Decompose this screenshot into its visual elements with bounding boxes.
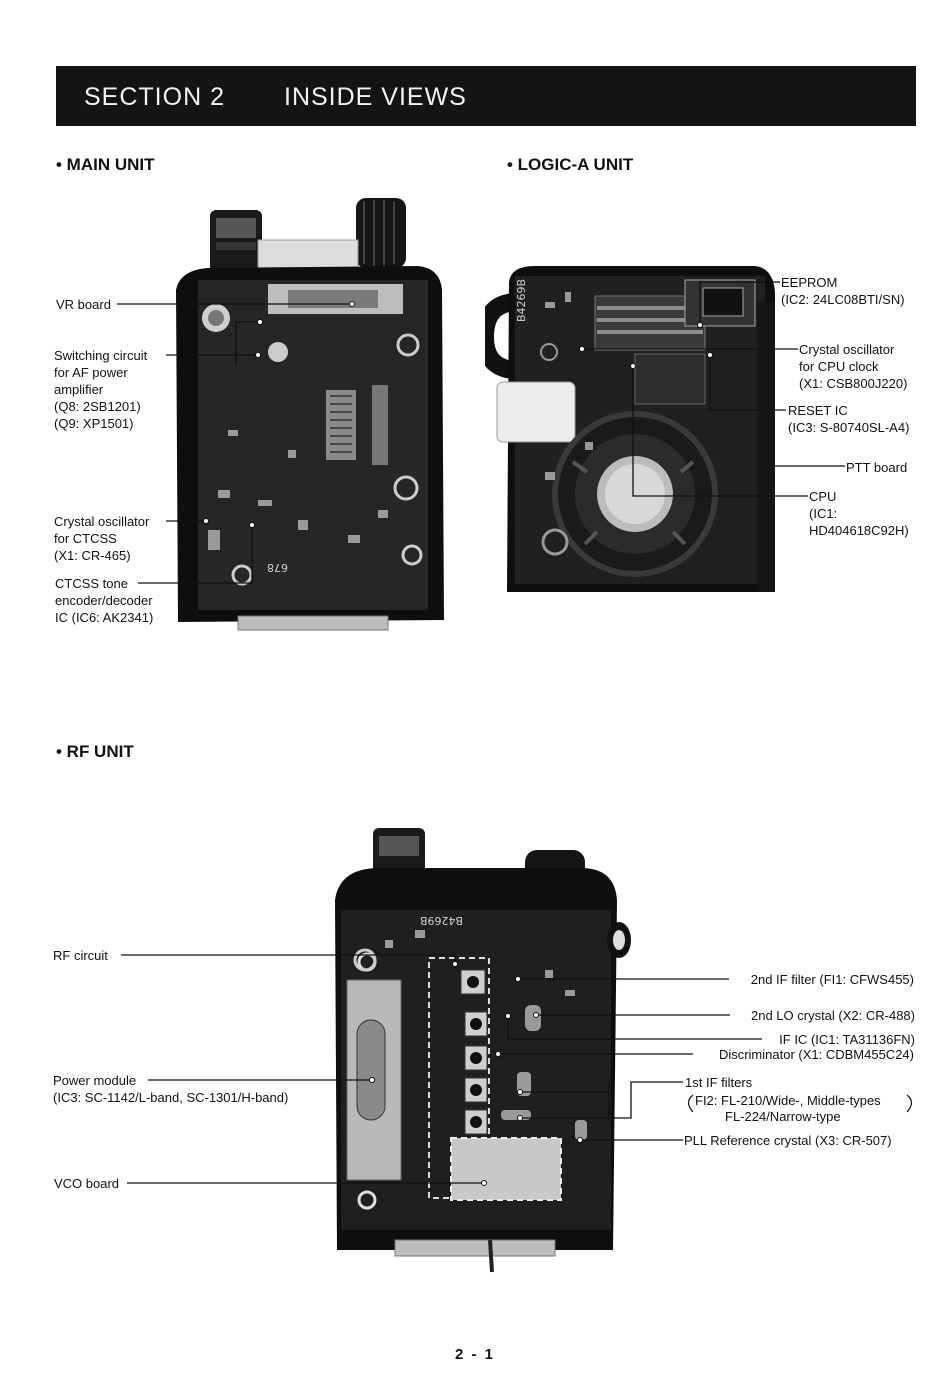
rf-board-mark: B4269B (420, 914, 463, 927)
label-line: RESET IC (788, 403, 848, 418)
main-unit-heading: • MAIN UNIT (56, 155, 155, 174)
label-power-module: Power module (IC3: SC-1142/L-band, SC-13… (53, 1072, 288, 1106)
section-banner: SECTION 2 INSIDE VIEWS (56, 66, 916, 126)
label-line: EEPROM (781, 275, 838, 290)
label-discriminator: Discriminator (X1: CDBM455C24) (718, 1047, 914, 1062)
section-number: SECTION 2 (84, 83, 225, 111)
label-line: (Q9: XP1501) (54, 416, 134, 431)
label-line: Power module (53, 1073, 137, 1088)
label-2nd-if-filter: 2nd IF filter (FI1: CFWS455) (750, 972, 914, 987)
label-line: CTCSS tone (55, 576, 128, 591)
label-ctcss-crystal: Crystal oscillator for CTCSS (X1: CR-465… (54, 513, 149, 564)
label-line: encoder/decoder (55, 593, 153, 608)
rf-unit-heading: • RF UNIT (56, 742, 134, 761)
label-line: Switching circuit (54, 348, 148, 363)
label-cpu-crystal: Crystal oscillator for CPU clock (X1: CS… (799, 341, 907, 392)
label-if-ic: IF IC (IC1: TA31136FN) (779, 1032, 915, 1047)
section-title: INSIDE VIEWS (284, 83, 467, 111)
label-pll-crystal: PLL Reference crystal (X3: CR-507) (684, 1133, 892, 1148)
label-line: (IC2: 24LC08BTI/SN) (781, 292, 905, 307)
label-cpu: CPU (IC1: HD404618C92H) (809, 488, 909, 539)
label-line: (IC3: SC-1142/L-band, SC-1301/H-band) (53, 1090, 289, 1105)
label-reset-ic: RESET IC (IC3: S-80740SL-A4) (788, 402, 909, 436)
rf-unit-photo: B4269B (335, 828, 631, 1273)
logic-unit-photo: B4269B (485, 266, 775, 592)
label-line: HD404618C92H) (809, 523, 909, 538)
label-line: amplifier (54, 382, 104, 397)
label-eeprom: EEPROM (IC2: 24LC08BTI/SN) (781, 274, 905, 308)
label-line: CPU (809, 489, 837, 504)
label-line: (IC3: S-80740SL-A4) (788, 420, 910, 435)
label-switching-circuit: Switching circuit for AF power amplifier… (54, 347, 147, 432)
logic-board-mark: B4269B (515, 279, 528, 322)
label-ctcss-ic: CTCSS tone encoder/decoder IC (IC6: AK23… (55, 575, 153, 626)
label-1st-if-filters: 1st IF filters (685, 1075, 753, 1090)
label-fi2-wide: FI2: FL-210/Wide-, Middle-types (695, 1093, 881, 1108)
label-rf-circuit: RF circuit (53, 948, 108, 963)
label-fi2-narrow: FL-224/Narrow-type (725, 1109, 841, 1124)
logic-unit-heading: • LOGIC-A UNIT (507, 155, 634, 174)
main-board-mark: 678 (267, 561, 288, 574)
label-line: for CTCSS (54, 531, 117, 546)
label-line: (Q8: 2SB1201) (54, 399, 141, 414)
label-line: (X1: CR-465) (54, 548, 131, 563)
label-line: for CPU clock (799, 359, 879, 374)
label-line: (X1: CSB800J220) (799, 376, 908, 391)
label-vco-board: VCO board (54, 1176, 120, 1191)
label-line: Crystal oscillator (799, 342, 895, 357)
label-line: (IC1: (809, 506, 838, 521)
label-line: for AF power (54, 365, 128, 380)
label-line: Crystal oscillator (54, 514, 150, 529)
label-line: IC (IC6: AK2341) (55, 610, 154, 625)
label-vr-board: VR board (56, 297, 111, 312)
label-ptt-board: PTT board (846, 460, 908, 475)
label-2nd-lo-crystal: 2nd LO crystal (X2: CR-488) (750, 1008, 915, 1023)
page-number: 2 - 1 (454, 1346, 495, 1363)
